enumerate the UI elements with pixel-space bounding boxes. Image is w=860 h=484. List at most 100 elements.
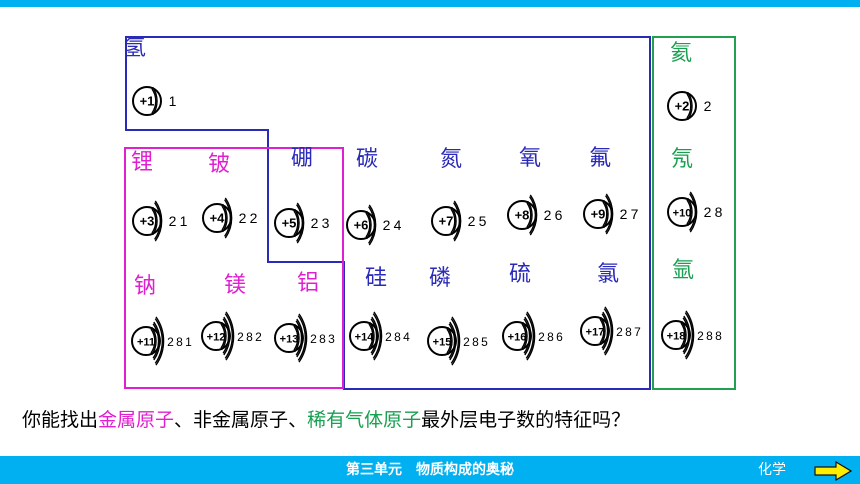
electron-shell-arc [526, 202, 532, 228]
nucleus-charge: +9 [591, 207, 606, 222]
shell-electron-count: 1 [180, 213, 188, 229]
shell-electron-count: 5 [481, 335, 488, 349]
shell-electron-count: 8 [625, 325, 632, 339]
nucleus-charge: +6 [354, 218, 369, 233]
shell-electron-count: 2 [620, 206, 628, 222]
shell-electron-count: 2 [250, 210, 258, 226]
subject-label: 化学 [758, 462, 786, 478]
electron-shell-arc [152, 206, 158, 236]
electron-shell-arc [368, 206, 376, 244]
element-name: 氯 [597, 262, 620, 287]
top-bar [0, 0, 860, 7]
electron-shell-arc [224, 313, 234, 359]
bottom-bar [0, 456, 860, 484]
electron-shell-arc [447, 326, 453, 356]
nucleus-charge: +4 [210, 211, 226, 226]
unit-title: 第三单元 物质构成的奥秘 [346, 462, 514, 478]
question-metal-atoms: 金属原子 [98, 409, 175, 431]
electron-shell-arc [529, 196, 537, 234]
electron-shell-arc [686, 93, 692, 119]
element-name: 氮 [440, 147, 463, 172]
electron-shell-arc [225, 311, 235, 361]
electron-shell-arc [224, 197, 233, 239]
electron-shell-arc [296, 204, 304, 242]
right-arrow-icon[interactable] [814, 461, 852, 481]
shell-electron-count: 8 [472, 335, 479, 349]
electron-shell-arc [368, 204, 377, 246]
shell-electron-count: 2 [237, 330, 244, 344]
shell-electron-count: 2 [383, 217, 391, 233]
electron-shell-arc [220, 323, 226, 349]
electron-shell-arc [689, 193, 697, 231]
element-name: 氧 [519, 146, 542, 171]
electron-shell-arc [297, 315, 307, 361]
electron-shell-arc [602, 201, 608, 227]
electron-shell-arc [599, 318, 605, 344]
electron-shell-arc [370, 318, 378, 354]
element-name: 锂 [131, 150, 154, 175]
electron-shell-arc [525, 313, 535, 359]
electron-shell-arc [450, 208, 456, 234]
element-name: 磷 [429, 266, 452, 291]
nucleus-charge: +12 [207, 332, 226, 344]
electron-shell-arc [152, 323, 160, 359]
electron-shell-arc [687, 197, 693, 227]
electron-shell-arc [151, 88, 157, 114]
nucleus-charge: +7 [439, 214, 454, 229]
electron-shell-arc [296, 318, 304, 358]
shell-electron-count: 2 [704, 204, 712, 220]
question-part-2: 最外层电子数的特征吗？ [421, 409, 631, 431]
nucleus-charge: +13 [280, 334, 299, 346]
shell-electron-count: 2 [538, 330, 545, 344]
nucleus-charge: +17 [586, 327, 605, 339]
nucleus-charge: +3 [140, 214, 155, 229]
shell-electron-count: 2 [468, 213, 476, 229]
electron-shell-arc [603, 199, 609, 229]
electron-shell-arc [683, 315, 691, 355]
shell-electron-count: 1 [169, 93, 177, 109]
shell-electron-count: 4 [403, 330, 410, 344]
element-name: 氖 [671, 147, 694, 172]
electron-shell-arc [526, 311, 536, 361]
shell-electron-count: 8 [176, 335, 183, 349]
shell-electron-count: 5 [479, 213, 487, 229]
shell-electron-count: 2 [310, 332, 317, 346]
electron-shell-arc [293, 210, 299, 236]
electron-shell-arc [448, 323, 456, 359]
electron-shell-arc [521, 323, 527, 349]
electron-shell-arc [152, 86, 158, 116]
shell-electron-count: 4 [394, 217, 402, 233]
question-text: 你能找出金属原子、非金属原子、稀有气体原子最外层电子数的特征吗？ [22, 407, 630, 433]
electron-shell-arc [222, 203, 228, 233]
electron-shell-arc [293, 325, 299, 351]
electron-shell-arc [372, 313, 382, 359]
electron-shell-arc [373, 311, 383, 361]
electron-shell-arc [449, 321, 457, 361]
electron-shell-arc [523, 318, 531, 354]
electron-shell-arc [295, 320, 303, 356]
electron-shell-arc [522, 321, 528, 351]
electron-shell-arc [685, 310, 695, 360]
electron-shell-arc [453, 202, 461, 240]
nucleus-charge: +14 [355, 332, 375, 344]
electron-shell-arc [689, 191, 698, 233]
shell-electron-count: 2 [616, 325, 623, 339]
nucleus-charge: +8 [515, 208, 530, 223]
nucleus-charge: +18 [667, 331, 686, 343]
electron-shell-arc [604, 306, 614, 356]
electron-shell-arc [601, 313, 609, 349]
electron-shell-arc [368, 323, 374, 349]
electron-shell-arc [154, 200, 163, 242]
